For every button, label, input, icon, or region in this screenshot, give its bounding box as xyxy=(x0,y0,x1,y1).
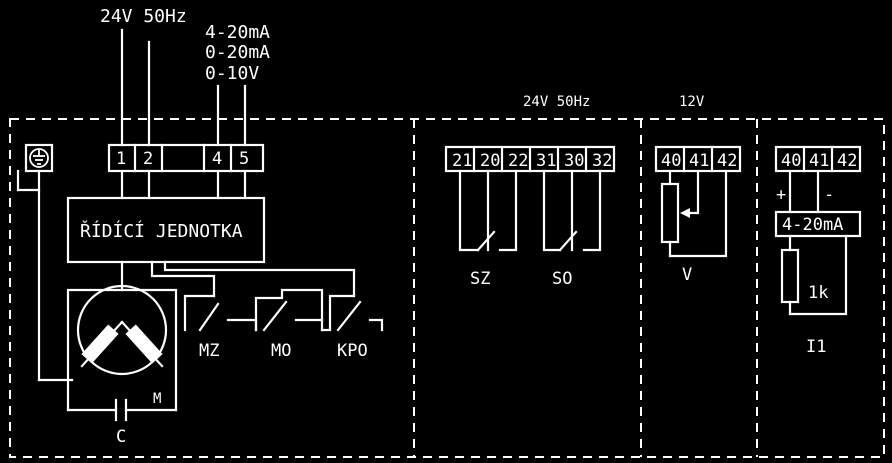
limit-switches xyxy=(183,288,384,332)
capacitor xyxy=(66,398,178,422)
transmitter-box xyxy=(774,210,862,238)
polarity-plus: + xyxy=(776,185,786,205)
m1-terminal-32: 32 xyxy=(592,151,612,171)
switch-mz-label: MZ xyxy=(199,341,219,361)
motor-label: M xyxy=(153,391,161,407)
module1-supply-label: 24V 50Hz xyxy=(523,94,590,110)
m3-terminal-42: 42 xyxy=(837,151,857,171)
terminal-2: 2 xyxy=(143,149,153,169)
supply-ac-label: 24V 50Hz xyxy=(100,6,187,27)
ground-terminal xyxy=(16,143,74,382)
module3-terminal-block: 40 41 42 xyxy=(774,145,862,173)
signal-label-3: 0-10V xyxy=(205,63,259,84)
m2-terminal-40: 40 xyxy=(661,151,681,171)
resistor-label: 1k xyxy=(808,283,828,303)
enclosure-outline xyxy=(9,118,885,458)
m1-terminal-20: 20 xyxy=(480,151,500,171)
control-unit-label: ŘÍDÍCÍ JEDNOTKA xyxy=(80,220,243,242)
module1-switches xyxy=(458,169,602,252)
main-terminal-block: 1 2 4 5 xyxy=(107,143,265,173)
signal-label-1: 4-20mA xyxy=(205,22,270,43)
m3-terminal-40: 40 xyxy=(781,151,801,171)
capacitor-label: C xyxy=(116,427,126,447)
terminal-4: 4 xyxy=(212,149,222,169)
polarity-minus: - xyxy=(824,185,834,205)
switch-mo-label: MO xyxy=(271,341,291,361)
wire-cu-kpo xyxy=(163,260,356,298)
module1-terminal-block: 21 20 22 31 30 32 xyxy=(444,145,616,173)
terminal-5: 5 xyxy=(239,149,249,169)
pot-label: V xyxy=(682,265,692,285)
module2-terminal-block: 40 41 42 xyxy=(654,145,742,173)
wire-cu-mz xyxy=(150,260,216,298)
motor-circle xyxy=(76,284,168,376)
current-resistor xyxy=(780,234,848,316)
motor-windings xyxy=(80,320,164,368)
current-label: I1 xyxy=(806,337,826,357)
potentiometer xyxy=(660,169,728,258)
m1-terminal-21: 21 xyxy=(452,151,472,171)
m2-terminal-42: 42 xyxy=(717,151,737,171)
switch-so-label: SO xyxy=(552,269,572,289)
switch-sz-label: SZ xyxy=(470,269,490,289)
m1-terminal-30: 30 xyxy=(564,151,584,171)
terminal-1: 1 xyxy=(116,149,126,169)
signal-label-2: 0-20mA xyxy=(205,42,270,63)
m3-terminal-41: 41 xyxy=(809,151,829,171)
m1-terminal-22: 22 xyxy=(508,151,528,171)
motor-frame xyxy=(66,288,178,412)
transmitter-label: 4-20mA xyxy=(782,215,843,235)
m2-terminal-41: 41 xyxy=(689,151,709,171)
module2-supply-label: 12V xyxy=(679,94,705,110)
switch-kpo-label: KPO xyxy=(337,341,368,361)
m1-terminal-31: 31 xyxy=(536,151,556,171)
